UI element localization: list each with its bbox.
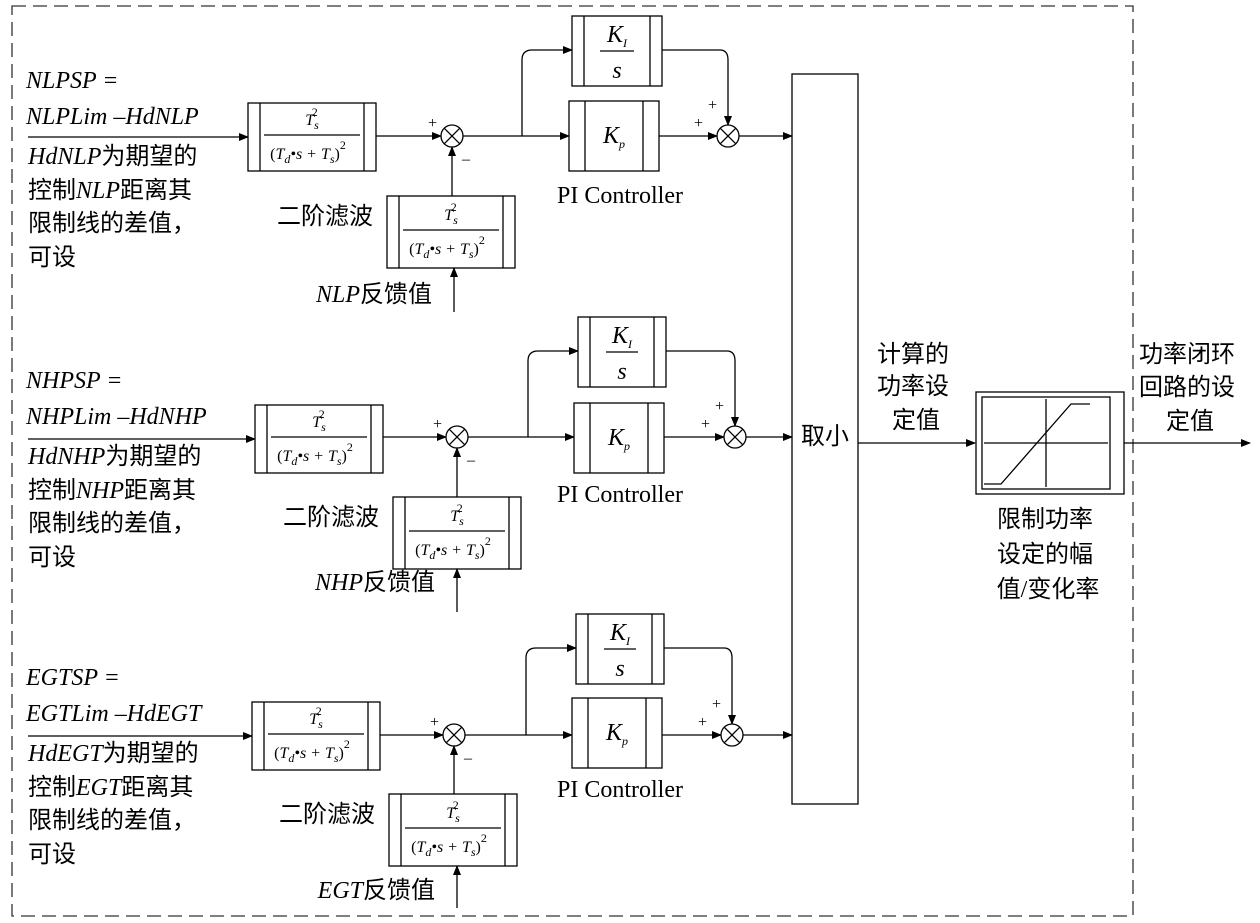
minus-sign: – xyxy=(466,452,476,469)
margin-description-line2: 控制NHP距离其 xyxy=(28,477,196,504)
proportional-gain-label: Kp xyxy=(605,720,628,748)
plus-sign: + xyxy=(708,97,717,114)
filter-numerator: Ts2 xyxy=(309,704,323,731)
setpoint-filter-block xyxy=(254,404,384,474)
plus-sign: + xyxy=(694,115,703,132)
setpoint-filter-block xyxy=(247,102,377,172)
margin-description-line2: 控制NLP距离其 xyxy=(28,177,192,204)
proportional-gain-block xyxy=(568,100,660,172)
computed-setpoint-label: 计算的 功率设 定值 xyxy=(877,341,955,434)
filter-denominator: (Td•s + Ts)2 xyxy=(415,534,491,562)
minus-sign: – xyxy=(463,750,473,767)
margin-description-line3: 限制线的差值， xyxy=(28,807,196,834)
margin-description-line3: 限制线的差值， xyxy=(28,510,196,537)
second-order-filter-label: 二阶滤波 xyxy=(283,504,379,531)
margin-description-line3: 限制线的差值， xyxy=(28,210,196,237)
plus-sign: + xyxy=(430,714,439,731)
filter-numerator: Ts2 xyxy=(312,407,326,434)
integral-gain-denominator: s xyxy=(617,359,626,385)
filter-numerator: Ts2 xyxy=(305,105,319,132)
setpoint-expression-line1: NHPSP = xyxy=(25,368,122,394)
feedback-filter-block xyxy=(388,793,518,867)
filter-denominator: (Td•s + Ts)2 xyxy=(277,440,353,468)
integral-gain-numerator: KI xyxy=(609,620,631,648)
margin-description-line2: 控制EGT距离其 xyxy=(28,774,193,801)
proportional-gain-label: Kp xyxy=(602,123,625,151)
plus-sign: + xyxy=(428,115,437,132)
pi-controller-label: PI Controller xyxy=(557,777,683,803)
integral-gain-denominator: s xyxy=(615,656,624,682)
loop-nhp: NHPSP = NHPLim –HdNHP HdNHP为期望的控制NHP距离其限制线… xyxy=(25,316,793,612)
pi-controller-label: PI Controller xyxy=(557,183,683,209)
setpoint-expression-line1: NLPSP = xyxy=(25,68,118,94)
min-select-label: 取小 xyxy=(801,423,849,450)
feedback-label: NHP反馈值 xyxy=(314,569,435,596)
feedback-filter-block xyxy=(392,496,522,570)
plus-sign: + xyxy=(698,714,707,731)
loop-nlp: NLPSP = NLPLim –HdNLP HdNLP为期望的控制NLP距离其限制线… xyxy=(25,15,793,312)
second-order-filter-label: 二阶滤波 xyxy=(277,203,373,230)
margin-description-line4: 可设 xyxy=(28,244,76,271)
filter-numerator: Ts2 xyxy=(446,798,460,825)
proportional-gain-block xyxy=(571,697,663,769)
setpoint-filter-block xyxy=(251,701,381,771)
proportional-gain-block xyxy=(573,402,665,474)
feedback-label: EGT反馈值 xyxy=(317,877,435,904)
filter-denominator: (Td•s + Ts)2 xyxy=(270,138,346,166)
plus-sign: + xyxy=(715,398,724,415)
output-setpoint-label: 功率闭环 回路的设 定值 xyxy=(1139,341,1241,435)
second-order-filter-label: 二阶滤波 xyxy=(279,801,375,828)
filter-denominator: (Td•s + Ts)2 xyxy=(409,233,485,261)
filter-denominator: (Td•s + Ts)2 xyxy=(411,831,487,859)
plus-sign: + xyxy=(433,416,442,433)
integral-gain-block xyxy=(577,316,667,388)
setpoint-expression-line2: NHPLim –HdNHP xyxy=(25,404,207,430)
margin-description-line4: 可设 xyxy=(28,544,76,571)
margin-description-line1: HdEGT为期望的 xyxy=(27,740,199,767)
loop-egt: EGTSP = EGTLim –HdEGT HdEGT为期望的控制EGT距离其限制线… xyxy=(25,613,793,908)
margin-description-line1: HdNLP为期望的 xyxy=(27,143,197,170)
setpoint-expression-line2: EGTLim –HdEGT xyxy=(25,701,203,727)
setpoint-expression-line1: EGTSP = xyxy=(25,665,120,691)
proportional-gain-label: Kp xyxy=(607,425,630,453)
dashed-boundary-frame xyxy=(11,5,1134,917)
plus-sign: + xyxy=(701,416,710,433)
minus-sign: – xyxy=(461,151,471,168)
margin-description-line4: 可设 xyxy=(28,841,76,868)
min-select-block xyxy=(791,73,859,805)
control-loops: NLPSP = NLPLim –HdNLP HdNLP为期望的控制NLP距离其限制线… xyxy=(25,15,793,908)
pi-controller-label: PI Controller xyxy=(557,482,683,508)
feedback-filter-block xyxy=(386,195,516,269)
limiter-inner-frame xyxy=(981,396,1111,490)
filter-denominator: (Td•s + Ts)2 xyxy=(274,737,350,765)
plus-sign: + xyxy=(712,696,721,713)
feedback-label: NLP反馈值 xyxy=(315,281,432,308)
filter-numerator: Ts2 xyxy=(444,200,458,227)
saturation-curve-icon xyxy=(984,403,1090,485)
margin-description-line1: HdNHP为期望的 xyxy=(27,443,201,470)
limiter-caption: 限制功率 设定的幅 值/变化率 xyxy=(997,506,1100,603)
setpoint-expression-line2: NLPLim –HdNLP xyxy=(25,104,199,130)
integral-gain-denominator: s xyxy=(612,58,621,84)
integral-gain-numerator: KI xyxy=(611,323,633,351)
filter-numerator: Ts2 xyxy=(450,501,464,528)
integral-gain-numerator: KI xyxy=(606,22,628,50)
